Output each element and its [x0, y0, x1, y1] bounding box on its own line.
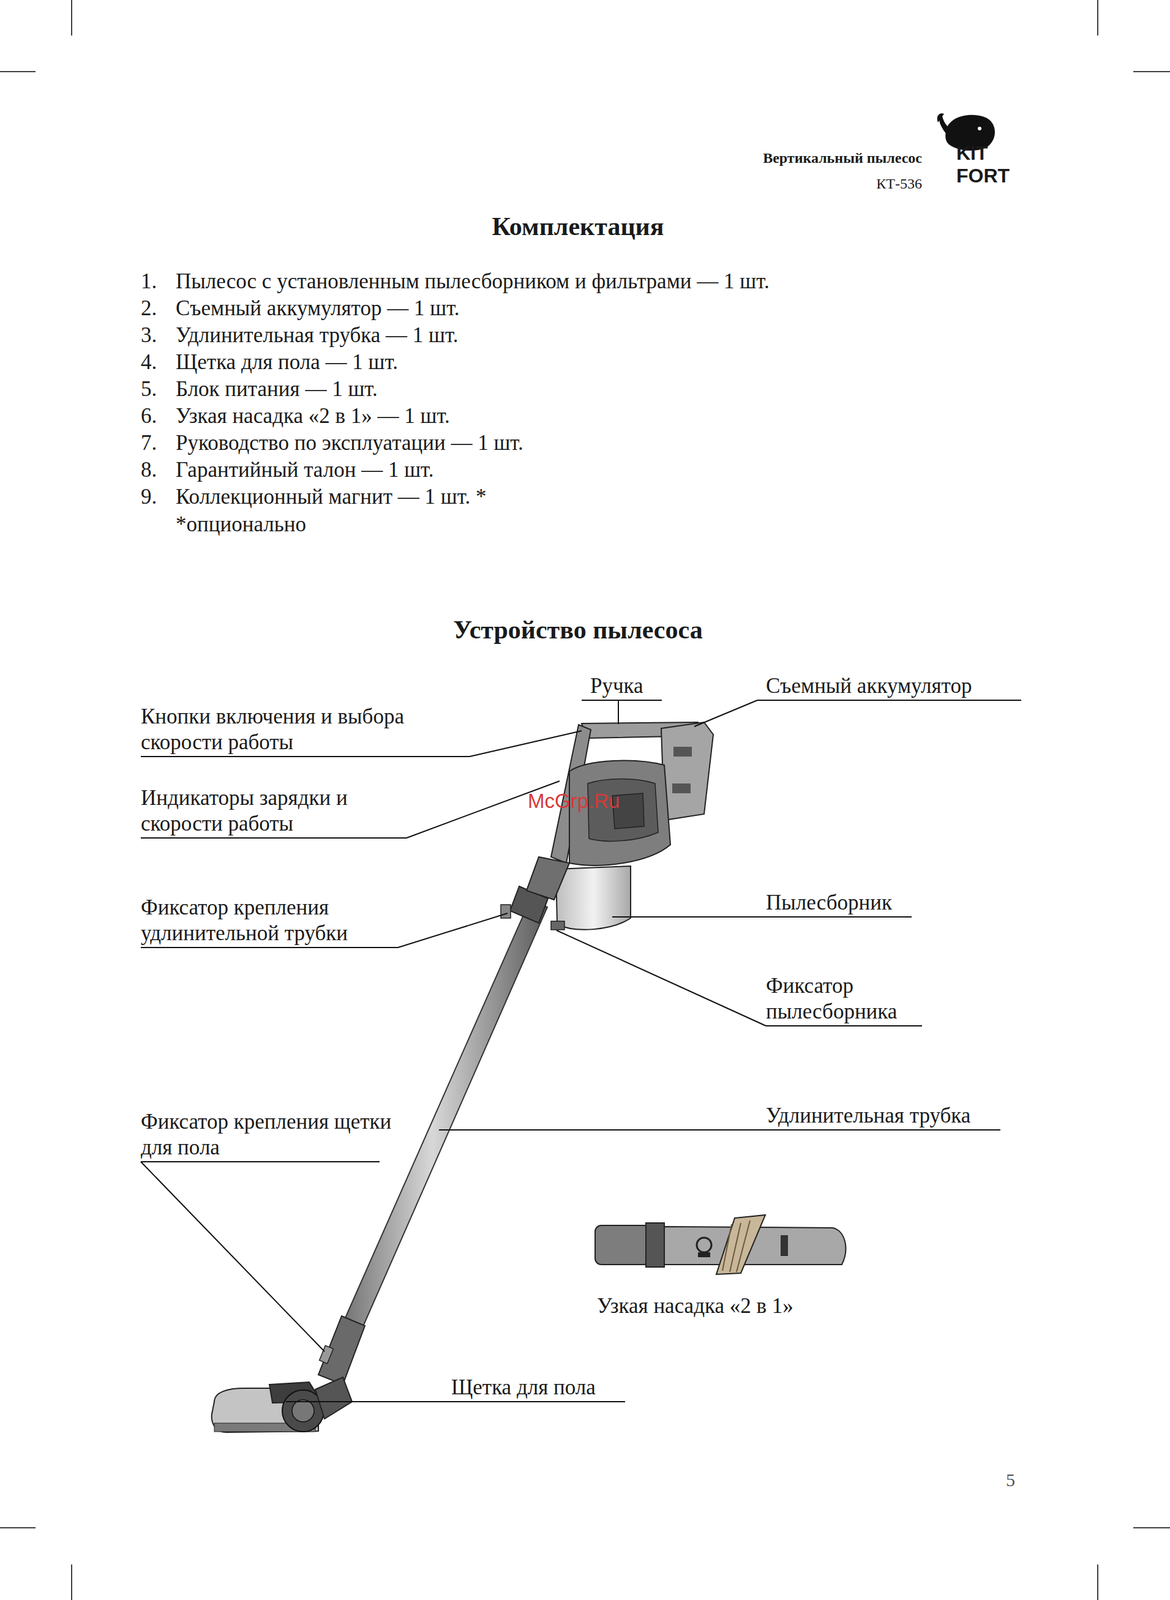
list-item: Удлинительная трубка — 1 шт.	[175, 322, 458, 349]
part-label: Щетка для пола	[451, 1375, 596, 1401]
list-number: 8.	[140, 457, 157, 484]
list-item: Блок питания — 1 шт.	[175, 376, 378, 403]
list-number: 3.	[140, 322, 157, 349]
list-number: 9.	[140, 484, 157, 510]
logo-text: FORT	[956, 164, 1010, 188]
list-number: 1.	[140, 268, 157, 295]
leader-lines	[140, 700, 1022, 1403]
page-number: 5	[1005, 1469, 1016, 1492]
part-label: Съемный аккумулятор	[765, 673, 972, 700]
list-number: 4.	[140, 349, 157, 376]
list-number: 5.	[140, 376, 157, 403]
footnote: *опционально	[175, 511, 307, 538]
section-heading: Устройство пылесоса	[453, 614, 703, 646]
extension-tube	[318, 886, 548, 1385]
list-item: Гарантийный талон — 1 шт.	[175, 457, 435, 484]
part-label: Фиксатор пылесборника	[765, 973, 938, 1025]
list-item: Руководство по эксплуатации — 1 шт.	[175, 430, 524, 457]
main-unit	[526, 722, 714, 930]
list-item: Съемный аккумулятор — 1 шт.	[175, 295, 460, 322]
list-number: 6.	[140, 403, 157, 430]
part-label: Пылесборник	[765, 890, 893, 916]
section-heading: Комплектация	[491, 211, 664, 242]
part-label: Кнопки включения и выбора скорости работ…	[140, 704, 454, 756]
part-label: Узкая насадка «2 в 1»	[596, 1293, 794, 1320]
part-label: Фиксатор крепления удлинительной трубки	[140, 895, 398, 947]
part-label: Удлинительная трубка	[765, 1103, 971, 1129]
list-item: Щетка для пола — 1 шт.	[175, 349, 398, 376]
header-title: Вертикальный пылесос	[762, 149, 923, 168]
list-number: 7.	[140, 430, 157, 457]
part-label: Ручка	[590, 673, 644, 700]
model-number: КТ-536	[876, 175, 923, 193]
floor-brush	[211, 1377, 353, 1433]
list-item: Пылесос с установленным пылесборником и …	[175, 268, 770, 295]
watermark: McGrp.Ru	[527, 789, 620, 814]
part-label: Индикаторы зарядки и скорости работы	[140, 785, 371, 837]
part-label: Фиксатор крепления щетки для пола	[140, 1109, 398, 1161]
list-item: Узкая насадка «2 в 1» — 1 шт.	[175, 403, 450, 430]
logo-text: KIT	[956, 141, 989, 165]
list-item: Коллекционный магнит — 1 шт. *	[175, 484, 487, 510]
crevice-nozzle	[595, 1215, 846, 1275]
list-number: 2.	[140, 295, 157, 322]
